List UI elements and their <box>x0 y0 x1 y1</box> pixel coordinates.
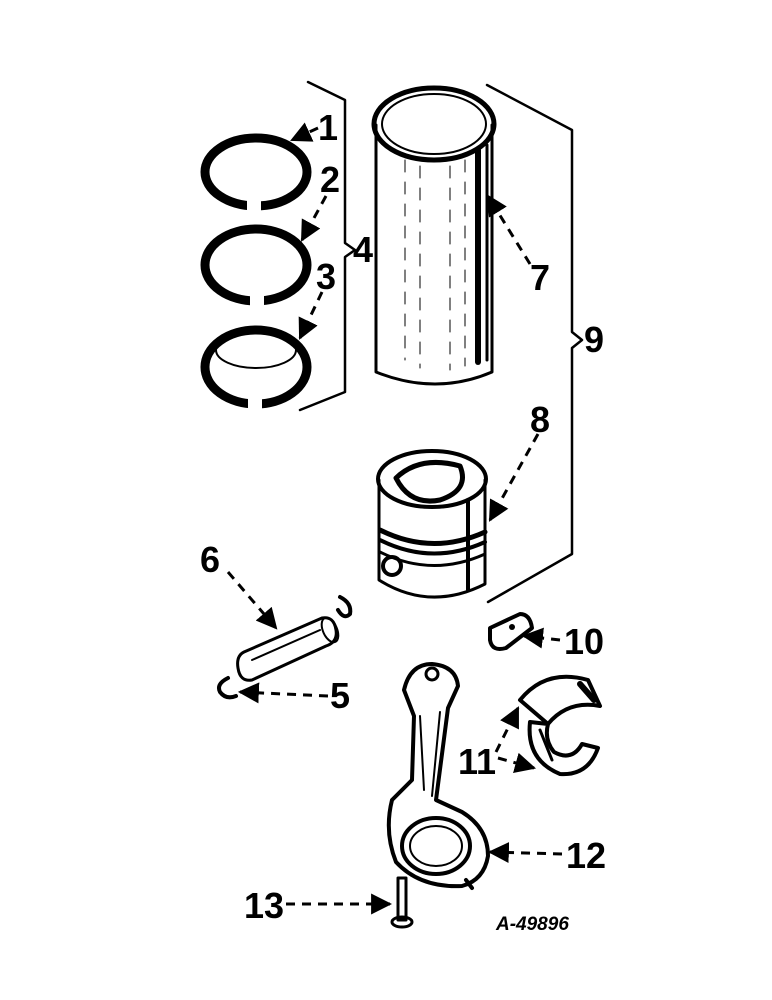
callout-10: 10 <box>564 621 604 662</box>
piston-pin <box>236 616 340 682</box>
bracket-ring-set <box>298 80 357 412</box>
piston <box>376 449 488 599</box>
pin-retainer-upper <box>336 595 353 619</box>
rod-bolt <box>390 876 414 929</box>
piston-ring-1 <box>200 133 312 212</box>
callout-8: 8 <box>530 399 550 440</box>
pin-bushing <box>488 612 534 651</box>
callout-3: 3 <box>316 256 336 297</box>
leader-1 <box>290 122 319 142</box>
leader-3 <box>298 291 324 340</box>
callout-1: 1 <box>318 107 338 148</box>
callout-11: 11 <box>458 741 496 782</box>
leader-6 <box>226 571 278 630</box>
callout-6: 6 <box>200 539 220 580</box>
leader-11b <box>497 752 537 774</box>
piston-ring-2 <box>200 224 312 308</box>
leader-12 <box>487 842 563 864</box>
figure-reference: A-49896 <box>495 914 569 935</box>
callout-13: 13 <box>244 885 284 926</box>
bearing-half-lower <box>527 720 600 777</box>
cylinder-sleeve <box>371 85 497 386</box>
piston-ring-3 <box>200 325 312 412</box>
leader-7 <box>486 194 532 265</box>
leader-8 <box>488 433 540 522</box>
callout-9: 9 <box>584 319 604 360</box>
pin-retainer-lower <box>217 676 238 700</box>
callout-4: 4 <box>353 229 373 270</box>
bracket-sleeve-assembly <box>485 83 584 604</box>
bearing-half-upper <box>518 674 602 726</box>
callout-7: 7 <box>530 257 550 298</box>
leader-11a <box>494 706 520 753</box>
callout-2: 2 <box>320 159 340 200</box>
callout-12: 12 <box>566 835 606 876</box>
leader-10 <box>521 627 561 649</box>
callout-5: 5 <box>330 675 350 716</box>
leader-5 <box>237 682 329 704</box>
leader-2 <box>300 195 328 242</box>
